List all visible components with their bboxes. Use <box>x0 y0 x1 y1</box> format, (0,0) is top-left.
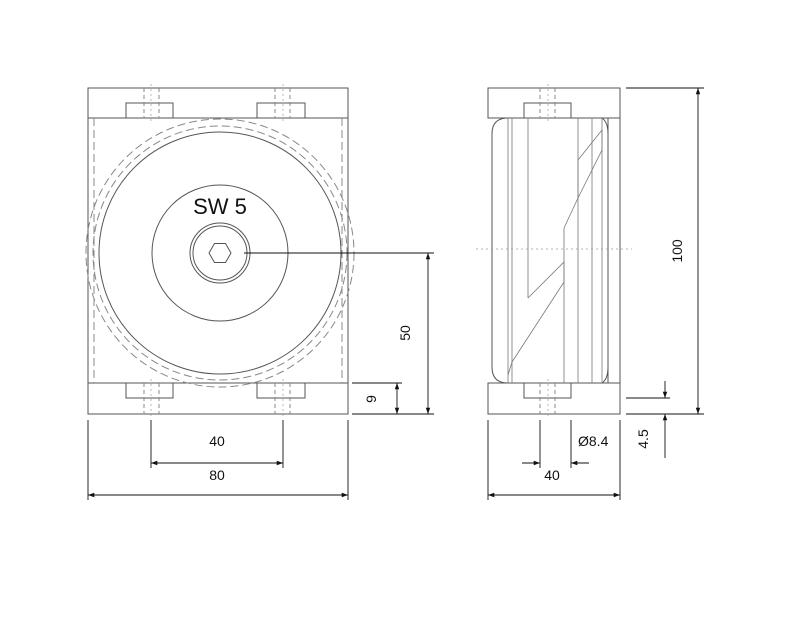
side-view <box>476 84 632 418</box>
dim-text-9: 9 <box>363 395 379 403</box>
side-bolt-hidden-lines <box>539 88 556 414</box>
wheel-bevel-top <box>577 128 603 199</box>
axle-head-inner <box>192 225 248 281</box>
front-hidden-wheel <box>85 118 355 388</box>
dim-text-50: 50 <box>397 325 413 341</box>
front-bottom-right-pocket <box>256 383 306 399</box>
dim-text-100: 100 <box>669 239 685 263</box>
dim-text-bore: Ø8.4 <box>578 433 609 449</box>
front-bottom-left-pocket <box>125 383 174 399</box>
dim-text-40: 40 <box>209 433 225 449</box>
wheel-bevel-bottom <box>507 361 513 376</box>
wrench-size-label: SW 5 <box>193 194 247 219</box>
wheel-bevel-low <box>511 261 565 363</box>
axle-head <box>189 222 251 284</box>
front-bolt-hidden-lines <box>143 88 291 414</box>
wheel-profile-back <box>601 117 609 384</box>
wheel-profile-front <box>491 117 509 384</box>
side-top-pocket <box>523 102 572 118</box>
front-top-left-pocket <box>125 102 174 118</box>
front-view: SW 5 <box>85 84 355 418</box>
dim-text-4-5: 4.5 <box>635 429 651 449</box>
dim-text-side-40: 40 <box>544 467 560 483</box>
side-dimensions: 100 4.5 Ø8.4 40 <box>487 87 704 500</box>
side-bottom-pocket <box>523 383 572 399</box>
front-top-right-pocket <box>256 102 306 118</box>
hex-socket-icon <box>208 243 232 263</box>
front-outline <box>87 87 349 415</box>
front-dimensions: 50 9 40 80 <box>87 252 434 500</box>
front-bolt-centerlines <box>150 84 284 418</box>
wheel-bevel-mid <box>563 197 579 229</box>
dim-text-80: 80 <box>209 467 225 483</box>
